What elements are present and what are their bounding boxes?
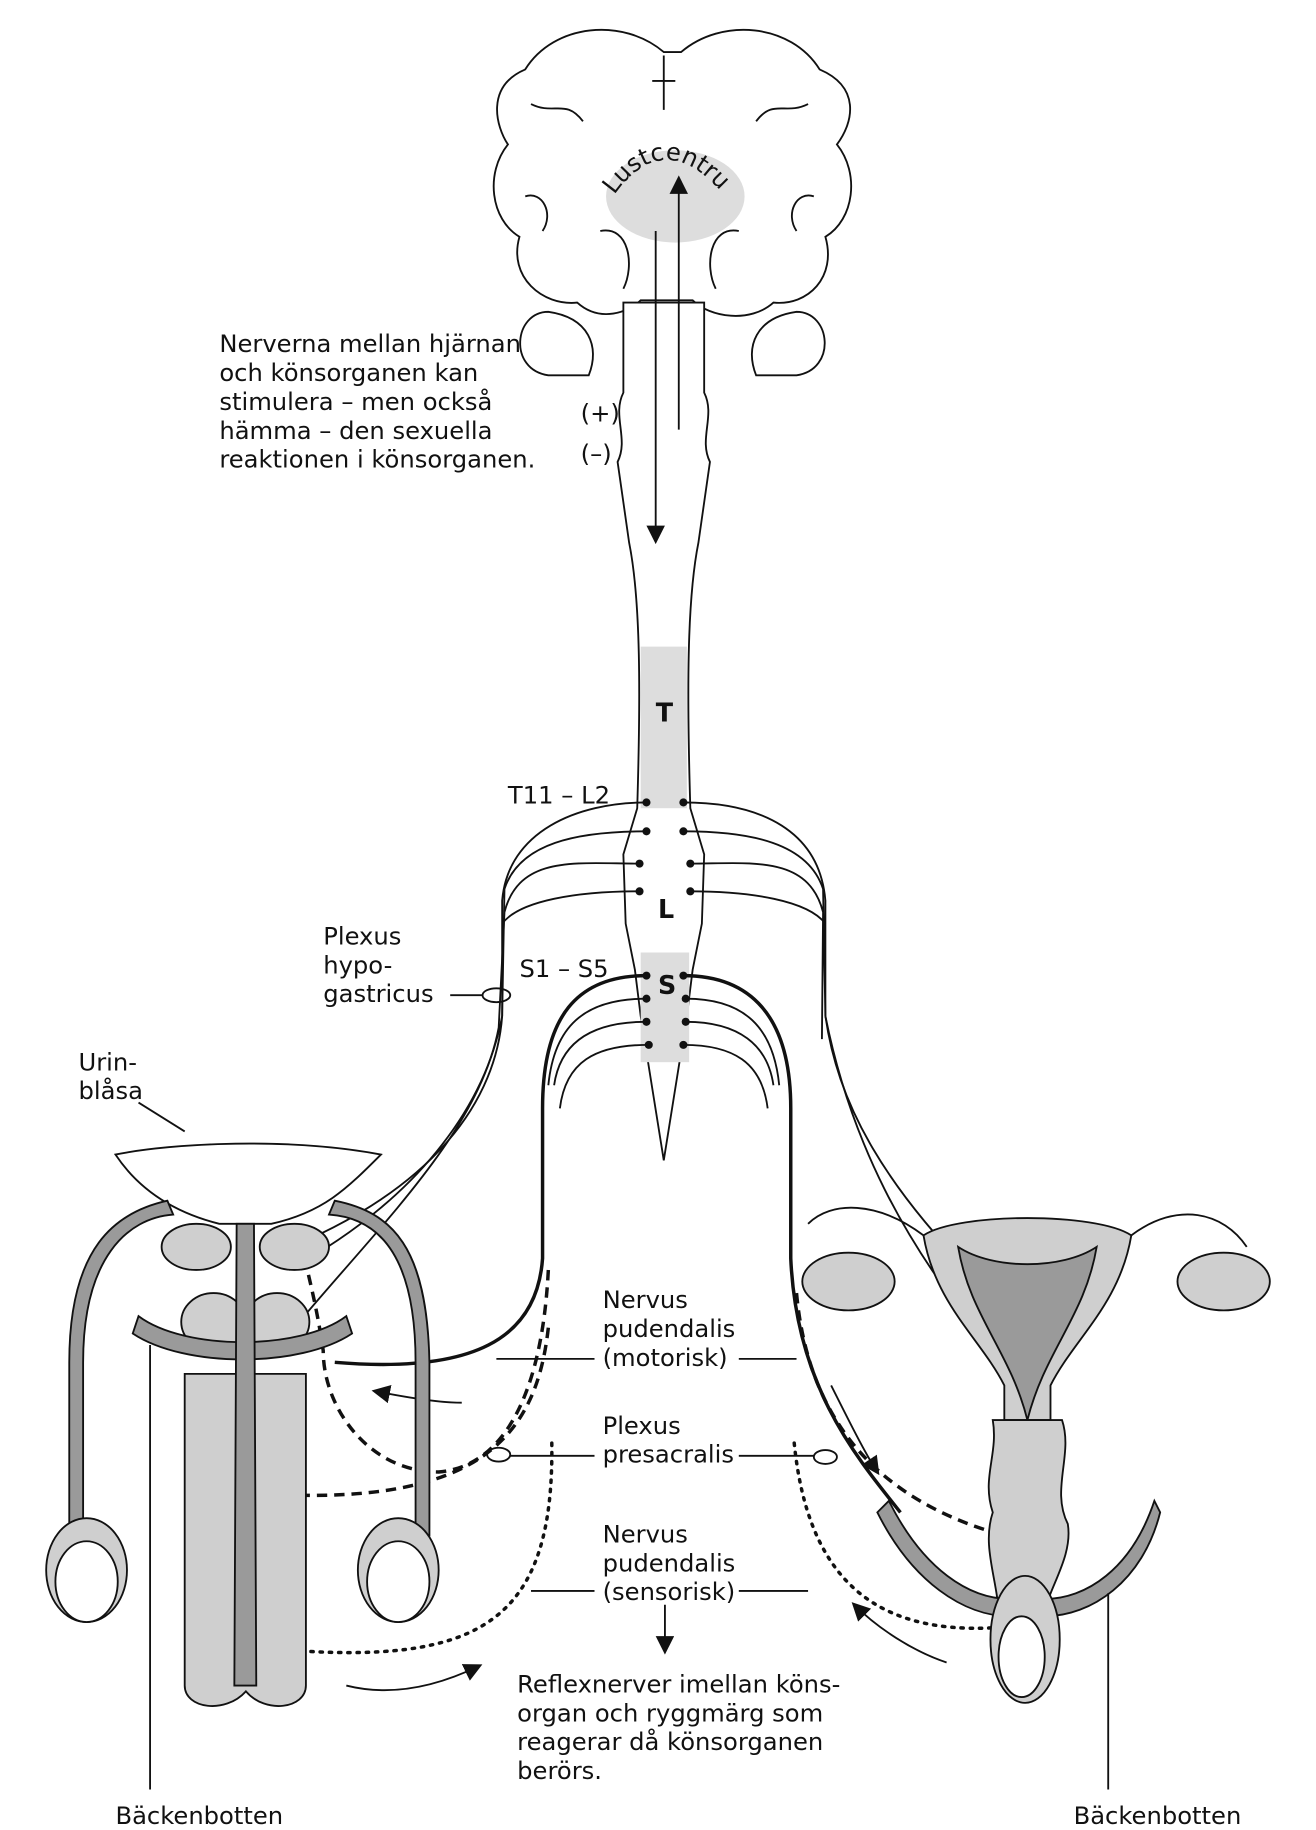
urinblasa-label: Urin- blåsa — [78, 1047, 186, 1133]
svg-text:pudendalis: pudendalis — [603, 1548, 736, 1577]
svg-text:(motorisk): (motorisk) — [603, 1343, 728, 1372]
svg-text:presacralis: presacralis — [603, 1440, 734, 1469]
s1-s5-label: S1 – S5 — [519, 954, 608, 983]
svg-text:Plexus: Plexus — [323, 921, 401, 950]
backenbotten-left-label: Bäckenbotten — [115, 1801, 283, 1830]
segment-t-label: T — [656, 698, 674, 728]
t11-l2-label: T11 – L2 — [507, 781, 610, 810]
description-text: Nerverna mellan hjärnan och könsorganen … — [219, 329, 535, 473]
svg-text:Nervus: Nervus — [603, 1519, 688, 1548]
svg-text:reagerar då könsorganen: reagerar då könsorganen — [517, 1727, 823, 1756]
svg-text:stimulera – men också: stimulera – men också — [219, 387, 492, 416]
brain: Lustcentrum — [0, 0, 852, 377]
backenbotten-right-label: Bäckenbotten — [1074, 1801, 1242, 1830]
svg-text:organ och ryggmärg som: organ och ryggmärg som — [517, 1698, 823, 1727]
plexus-hypogastricus-label: Plexus hypo- gastricus — [323, 921, 433, 1008]
svg-text:hypo-: hypo- — [323, 950, 392, 979]
sacral-nerves — [284, 971, 1005, 1655]
segment-l-label: L — [658, 894, 674, 924]
male-genitals — [45, 1142, 440, 1790]
svg-text:blåsa: blåsa — [78, 1076, 142, 1105]
svg-text:(sensorisk): (sensorisk) — [603, 1577, 736, 1606]
svg-text:Nerverna mellan hjärnan: Nerverna mellan hjärnan — [219, 329, 521, 358]
svg-text:pudendalis: pudendalis — [603, 1314, 736, 1343]
nervus-pudendalis-motorisk-label: Nervus pudendalis (motorisk) — [496, 1285, 797, 1372]
svg-text:Nervus: Nervus — [603, 1285, 688, 1314]
svg-text:reaktionen i könsorganen.: reaktionen i könsorganen. — [219, 445, 535, 474]
svg-text:Plexus: Plexus — [603, 1411, 681, 1440]
reflex-text: Reflexnerver imellan köns- organ och ryg… — [517, 1669, 840, 1785]
svg-text:hämma – den sexuella: hämma – den sexuella — [219, 416, 492, 445]
svg-text:berörs.: berörs. — [517, 1756, 602, 1785]
sympathetic-nerves — [276, 798, 1017, 1363]
segment-s-label: S — [658, 970, 676, 1000]
nervus-pudendalis-sensorisk-label: Nervus pudendalis (sensorisk) — [531, 1519, 809, 1606]
svg-text:och könsorganen kan: och könsorganen kan — [219, 358, 478, 387]
svg-text:gastricus: gastricus — [323, 979, 433, 1008]
plexus-presacralis-label: Plexus presacralis — [510, 1411, 814, 1469]
female-genitals — [801, 1206, 1271, 1790]
svg-text:Urin-: Urin- — [78, 1047, 137, 1076]
svg-text:Reflexnerver imellan köns-: Reflexnerver imellan köns- — [517, 1669, 840, 1698]
plus-sign: (+) — [581, 399, 620, 428]
minus-sign: (–) — [581, 439, 612, 468]
